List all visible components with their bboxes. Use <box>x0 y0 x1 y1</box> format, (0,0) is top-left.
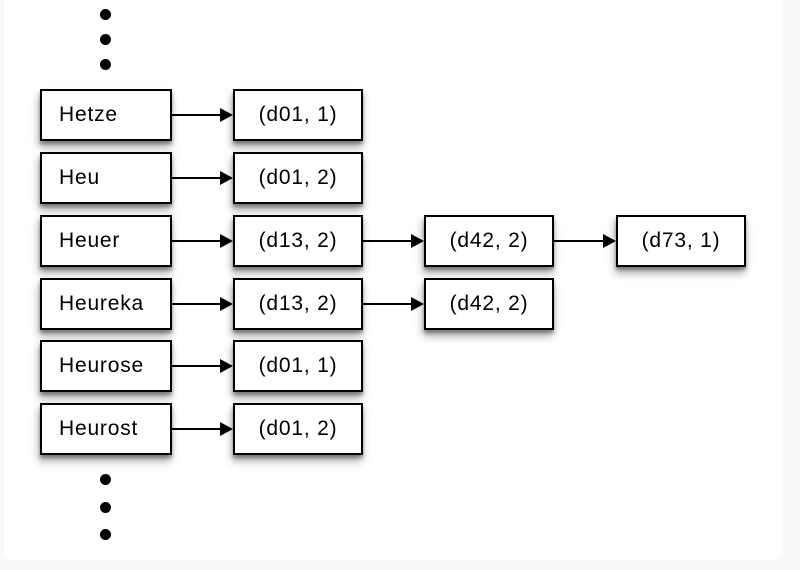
posting-label: (d13, 2) <box>258 292 338 315</box>
posting-box: (d13, 2) <box>233 278 363 330</box>
pointer-arrow <box>172 171 233 185</box>
arrow-head-icon <box>220 108 233 122</box>
posting-label: (d42, 2) <box>449 229 529 252</box>
posting-box: (d01, 1) <box>233 89 363 141</box>
pointer-arrow <box>363 234 424 248</box>
term-label: Heureka <box>59 292 144 315</box>
pointer-arrow <box>172 422 233 436</box>
term-box: Hetze <box>40 89 172 141</box>
posting-box: (d01, 2) <box>233 403 363 455</box>
term-label: Heurost <box>59 417 139 440</box>
posting-box: (d73, 1) <box>616 215 746 267</box>
arrow-line <box>172 303 223 305</box>
arrow-line <box>172 240 223 242</box>
pointer-arrow <box>172 359 233 373</box>
pointer-arrow <box>172 108 233 122</box>
arrow-head-icon <box>411 234 424 248</box>
posting-box: (d42, 2) <box>424 215 554 267</box>
arrow-line <box>172 428 223 430</box>
arrow-line <box>172 365 223 367</box>
posting-label: (d73, 1) <box>641 229 721 252</box>
posting-label: (d13, 2) <box>258 229 338 252</box>
arrow-head-icon <box>603 234 616 248</box>
ellipsis-top-dot <box>100 58 111 70</box>
term-box: Heurost <box>40 403 172 455</box>
posting-box: (d42, 2) <box>424 278 554 330</box>
arrow-head-icon <box>220 171 233 185</box>
arrow-head-icon <box>220 297 233 311</box>
term-box: Heuer <box>40 215 172 267</box>
posting-label: (d01, 1) <box>258 354 338 377</box>
pointer-arrow <box>363 297 424 311</box>
posting-label: (d01, 2) <box>258 417 338 440</box>
posting-box: (d13, 2) <box>233 215 363 267</box>
term-box: Heureka <box>40 278 172 330</box>
arrow-head-icon <box>220 422 233 436</box>
arrow-head-icon <box>220 234 233 248</box>
pointer-arrow <box>554 234 616 248</box>
arrow-line <box>172 177 223 179</box>
term-label: Heurose <box>59 354 144 377</box>
posting-label: (d01, 1) <box>258 103 338 126</box>
arrow-line <box>554 240 606 242</box>
arrow-line <box>172 114 223 116</box>
ellipsis-top-dot <box>100 33 111 45</box>
term-box: Heurose <box>40 340 172 392</box>
term-box: Heu <box>40 152 172 204</box>
posting-label: (d01, 2) <box>258 166 338 189</box>
ellipsis-top-dot <box>100 8 111 20</box>
term-label: Hetze <box>59 103 118 126</box>
pointer-arrow <box>172 297 233 311</box>
ellipsis-bottom-dot <box>100 528 111 540</box>
term-label: Heuer <box>59 229 121 252</box>
posting-box: (d01, 2) <box>233 152 363 204</box>
arrow-line <box>363 303 414 305</box>
posting-label: (d42, 2) <box>449 292 529 315</box>
term-label: Heu <box>59 166 100 189</box>
posting-box: (d01, 1) <box>233 340 363 392</box>
ellipsis-bottom-dot <box>100 473 111 485</box>
ellipsis-bottom-dot <box>100 501 111 513</box>
arrow-head-icon <box>220 359 233 373</box>
arrow-head-icon <box>411 297 424 311</box>
arrow-line <box>363 240 414 242</box>
pointer-arrow <box>172 234 233 248</box>
